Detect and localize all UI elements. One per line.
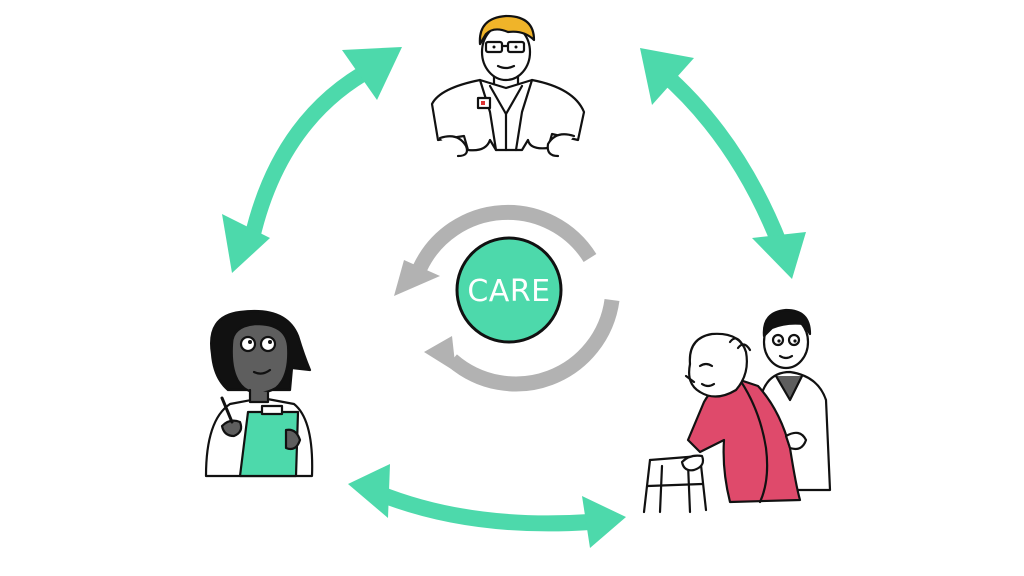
patient-group	[642, 308, 832, 514]
nurse-figure	[204, 310, 314, 478]
pen-icon	[220, 396, 234, 424]
cycle-arrow-icon	[394, 204, 620, 392]
care-label: CARE	[467, 274, 550, 309]
arrow-doctor-nurse	[222, 47, 402, 273]
arrowhead-icon	[752, 232, 806, 279]
care-circle	[455, 236, 563, 344]
doctor-figure	[430, 14, 586, 158]
arrowhead-icon	[222, 214, 270, 273]
arrowhead-icon	[640, 48, 694, 105]
arrowhead-icon	[582, 496, 626, 548]
arrow-doctor-patient	[640, 48, 806, 279]
arrowhead-icon	[348, 464, 390, 518]
arrowhead-icon	[342, 47, 402, 100]
arrow-nurse-patient	[348, 464, 626, 548]
care-center: CARE	[455, 236, 563, 344]
